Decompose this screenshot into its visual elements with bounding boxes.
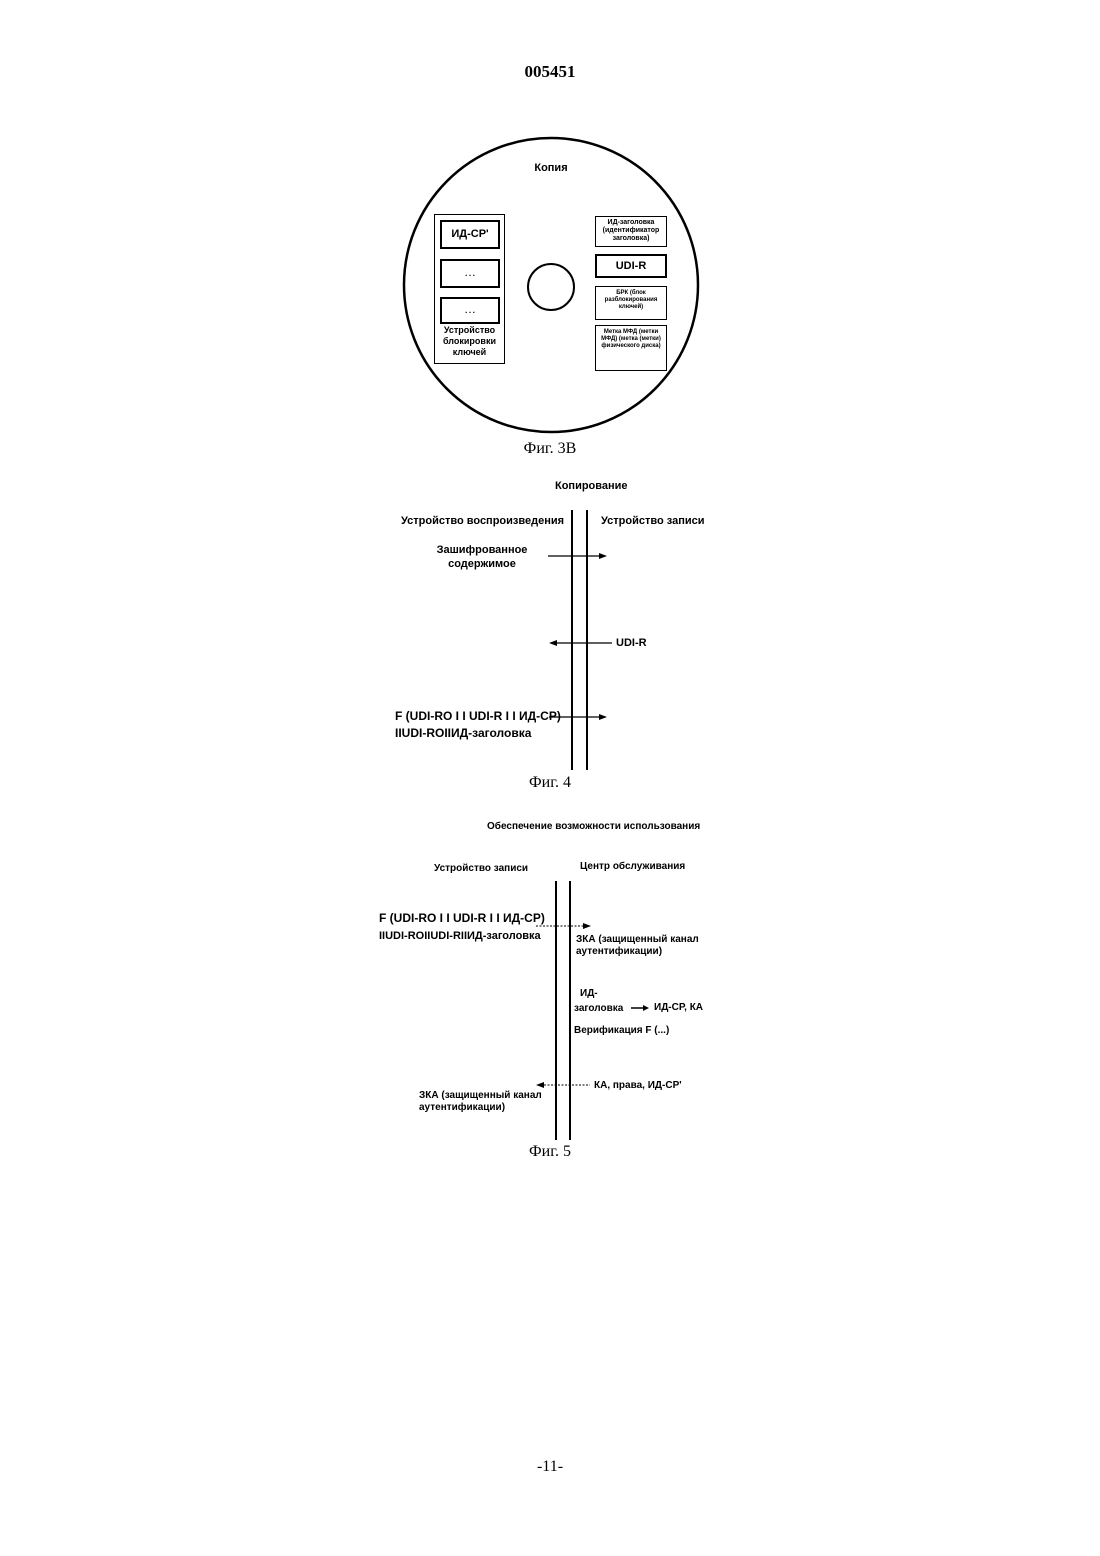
fig4-right-col: Устройство записи (601, 514, 704, 528)
fig5-caption: Фиг. 5 (450, 1143, 650, 1161)
fig4-msg-f-line1: F (UDI-RO I I UDI-R I I ИД-СР) (395, 709, 561, 723)
id-cp-box: ИД-СР' (440, 220, 500, 249)
fig3b-caption: Фиг. 3В (450, 440, 650, 458)
key-locking-device-label: Устройство блокировки ключей (434, 325, 505, 358)
fig4-msg-udi-r: UDI-R (616, 636, 647, 650)
fig5-header-id-line1: ИД- (580, 988, 598, 1000)
fig5-verification: Верификация F (...) (574, 1025, 669, 1037)
fig5-zka-left: ЗКА (защищенный канал аутентификации) (419, 1090, 559, 1114)
fig5-msg-f-line2: IIUDI-ROIIUDI-RIIИД-заголовка (379, 930, 541, 942)
key-unlock-block-box: БРК (блок разблокирования ключей) (595, 286, 667, 320)
fig4-caption: Фиг. 4 (450, 774, 650, 792)
ellipsis-box-2: … (440, 297, 500, 324)
page-number: -11- (0, 1458, 1100, 1476)
fig5-msg-return: КА, права, ИД-СР' (594, 1080, 682, 1092)
fig4-msg-encrypted-content: Зашифрованное содержимое (422, 543, 542, 571)
disc-hole (528, 264, 574, 310)
fig4-left-col: Устройство воспроизведения (401, 514, 564, 528)
fig4-msg-f-line2: IIUDI-ROIIИД-заголовка (395, 726, 531, 740)
physical-disc-mark-box: Метка МФД (метки МФД) (метка (метки) физ… (595, 325, 667, 371)
fig3b-title: Копия (501, 161, 601, 175)
fig5-msg-f-line1: F (UDI-RO I I UDI-R I I ИД-СР) (379, 911, 545, 925)
fig5-zka-right: ЗКА (защищенный канал аутентификации) (576, 934, 716, 958)
udi-r-box: UDI-R (595, 254, 667, 278)
fig4-title: Копирование (555, 479, 628, 493)
fig5-header-id-line2: заголовка (574, 1003, 623, 1015)
fig5-title: Обеспечение возможности использования (487, 821, 700, 833)
ellipsis-box-1: … (440, 259, 500, 288)
fig5-id-cp-ka: ИД-СР, КА (654, 1002, 703, 1014)
header-id-box: ИД-заголовка (идентификатор заголовка) (595, 216, 667, 247)
fig5-left-col: Устройство записи (434, 863, 528, 875)
fig5-right-col: Центр обслуживания (580, 861, 685, 873)
